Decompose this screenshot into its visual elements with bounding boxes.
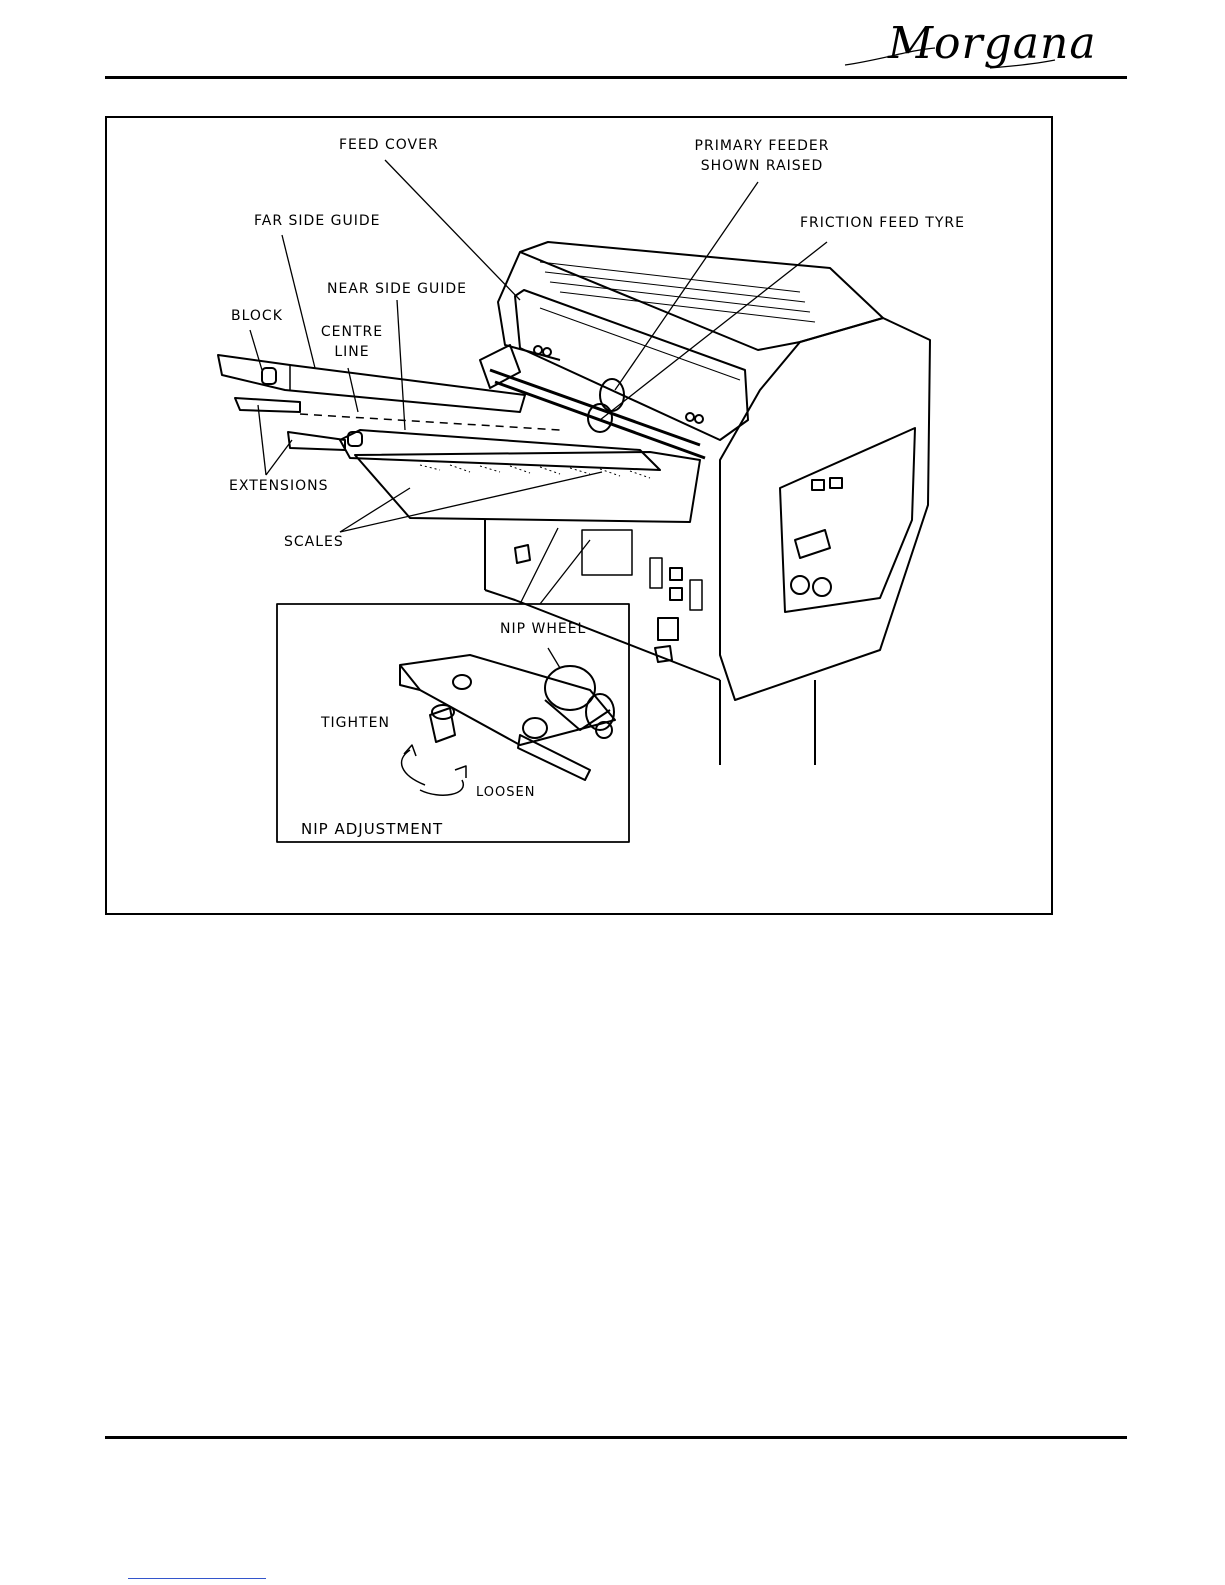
footer-link-underline bbox=[128, 1578, 266, 1579]
label-centre-line-line2: LINE bbox=[316, 342, 388, 362]
label-near-side-guide: NEAR SIDE GUIDE bbox=[327, 279, 467, 299]
extension-lower bbox=[288, 432, 345, 450]
feed-tray bbox=[355, 452, 700, 522]
centre-line bbox=[300, 414, 560, 430]
label-scales: SCALES bbox=[284, 532, 344, 552]
label-feed-cover: FEED COVER bbox=[339, 135, 439, 155]
label-primary-feeder-line1: PRIMARY FEEDER bbox=[690, 136, 834, 156]
label-primary-feeder-line2: SHOWN RAISED bbox=[690, 156, 834, 176]
footer-rule-bottom bbox=[105, 1436, 1127, 1439]
label-extensions: EXTENSIONS bbox=[229, 476, 328, 496]
near-side-guide bbox=[340, 430, 660, 470]
label-friction-feed-tyre: FRICTION FEED TYRE bbox=[800, 213, 965, 233]
label-centre-line: CENTRE LINE bbox=[316, 322, 388, 362]
label-nip-wheel: NIP WHEEL bbox=[500, 619, 586, 639]
label-loosen: LOOSEN bbox=[476, 783, 535, 803]
side-panel bbox=[720, 318, 930, 700]
label-centre-line-line1: CENTRE bbox=[316, 322, 388, 342]
label-far-side-guide: FAR SIDE GUIDE bbox=[254, 211, 380, 231]
label-block: BLOCK bbox=[231, 306, 283, 326]
label-tighten: TIGHTEN bbox=[321, 713, 390, 733]
extension-upper bbox=[235, 398, 300, 412]
inset-title: NIP ADJUSTMENT bbox=[301, 819, 443, 839]
label-primary-feeder: PRIMARY FEEDER SHOWN RAISED bbox=[690, 136, 834, 176]
